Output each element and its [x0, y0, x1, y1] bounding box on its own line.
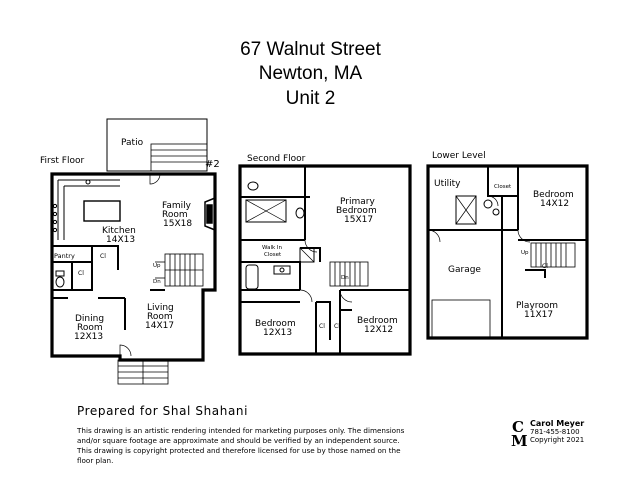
disclaimer-text: This drawing is an artistic rendering in… [77, 426, 497, 466]
stairs-down-label-2f: Dn [341, 275, 349, 281]
closet-label-2f-1: Cl [319, 323, 325, 330]
utility-label: Utility [434, 179, 461, 189]
kitchen-label: Kitchen [102, 226, 136, 236]
logo-letter-m: M [511, 432, 528, 450]
primary-bath [240, 166, 310, 240]
dining-room-label: Dining [75, 314, 104, 324]
disclaimer-line: This drawing is an artistic rendering in… [77, 426, 405, 435]
pantry-closets [52, 245, 119, 291]
second-floor-bedroom-walls [240, 289, 410, 354]
closet-label-2: Cl [78, 270, 84, 277]
kitchen-dim: 14X13 [106, 235, 135, 245]
dining-room-label-2: Room [77, 323, 103, 333]
primary-bedroom-label-2: Bedroom [336, 206, 377, 216]
brand-block: Carol Meyer 781-455-8100 Copyright 2021 [530, 419, 585, 445]
first-floor-stairs [155, 253, 204, 287]
primary-bedroom-label: Primary [340, 197, 375, 207]
first-floor-interior-walls [52, 289, 165, 330]
disclaimer-line: and/or square footage are approximate an… [77, 436, 400, 445]
cm-logo: C M [511, 418, 531, 452]
address-line: 67 Walnut Street [240, 39, 381, 60]
hall-bath [240, 264, 300, 291]
half-bath [55, 270, 65, 288]
primary-bedroom-dim: 15X17 [344, 215, 373, 225]
second-floor-stairs [329, 261, 369, 287]
stairs-up-label: Up [153, 263, 161, 269]
patio-label: Patio [121, 138, 144, 148]
first-floor-plan [50, 118, 217, 385]
lower-closet-label: Closet [494, 184, 512, 190]
bedroom-b-label: Bedroom [357, 316, 398, 326]
pantry-label: Pantry [54, 252, 75, 260]
lower-level-label: Lower Level [432, 151, 486, 161]
garage-label: Garage [448, 265, 481, 275]
fireplace-icon [204, 197, 216, 231]
bedroom-a-dim: 12X13 [263, 328, 292, 338]
patio-steps [150, 143, 208, 172]
first-floor-outer-wall [50, 172, 217, 362]
bedroom-b-dim: 12X12 [364, 325, 393, 335]
disclaimer-line: This drawing is copyright protected and … [77, 446, 401, 455]
bedroom-a-label: Bedroom [255, 319, 296, 329]
first-floor-label: First Floor [40, 156, 84, 166]
dining-room-dim: 12X13 [74, 332, 103, 342]
logo-letter-c: C [512, 418, 524, 436]
lower-closet-label-2: Cl [542, 263, 548, 270]
second-floor-label: Second Floor [247, 154, 306, 164]
brand-copyright: Copyright 2021 [530, 436, 585, 444]
walk-in-closet-walls [240, 239, 321, 290]
door-swings [119, 173, 161, 357]
city-line: Newton, MA [258, 63, 363, 84]
lower-bedroom-dim: 14X12 [540, 199, 569, 209]
front-steps [117, 359, 169, 385]
second-floor-outer-wall [238, 164, 412, 356]
sink-icon [85, 179, 91, 185]
lower-level-outer-wall [426, 164, 589, 340]
family-room-dim: 15X18 [163, 219, 192, 229]
living-room-label-2: Room [147, 312, 173, 322]
lower-level-doors [427, 195, 531, 243]
walk-in-closet-label-2: Closet [264, 252, 282, 258]
unit-tag: #2 [205, 159, 220, 170]
lower-level-plan [426, 164, 589, 340]
family-room-label: Family [162, 201, 192, 211]
garage-door [431, 299, 491, 339]
living-room-dim: 14X17 [145, 321, 174, 331]
playroom-dim: 11X17 [524, 310, 553, 320]
kitchen-island [83, 200, 121, 222]
closet-label-1: Cl [100, 253, 106, 260]
closet-label-2f-2: Cl [334, 323, 340, 330]
utility-fixtures [455, 195, 500, 225]
brand-phone: 781-455-8100 [530, 428, 580, 436]
lower-stairs-up-label: Up [521, 250, 529, 256]
kitchen-counters [52, 179, 121, 240]
unit-line: Unit 2 [285, 88, 336, 109]
prepared-for-text: Prepared for Shal Shahani [77, 404, 249, 418]
family-room-label-2: Room [162, 210, 188, 220]
lower-level-stairs [530, 242, 576, 268]
stairs-down-label: Dn [153, 279, 161, 285]
second-floor-plan [238, 164, 412, 356]
second-floor-doors [299, 239, 353, 303]
brand-name: Carol Meyer [530, 419, 585, 428]
living-room-label: Living [147, 303, 174, 313]
disclaimer-line: floor plan. [77, 456, 114, 465]
playroom-label: Playroom [516, 301, 558, 311]
lower-bedroom-label: Bedroom [533, 190, 574, 200]
walk-in-closet-label: Walk In [262, 245, 283, 251]
